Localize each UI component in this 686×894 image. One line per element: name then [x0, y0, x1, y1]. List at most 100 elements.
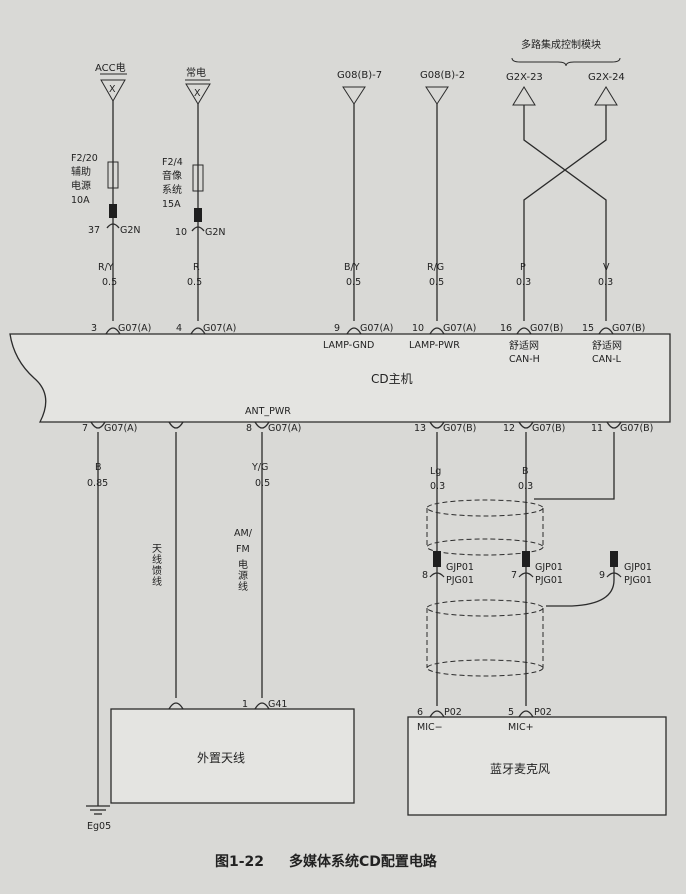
- wire-t6-size: 0.3: [598, 277, 613, 288]
- gjp-8-plug: [433, 551, 441, 567]
- g2n-37-conn: G2N: [120, 225, 141, 236]
- cd-pin-3-conn: G07(A): [118, 323, 151, 334]
- gjp-9-plug: [610, 551, 618, 567]
- fuse2-line1: F2/4: [162, 157, 183, 168]
- cd-pin-11: 11: [591, 423, 603, 434]
- wire-b1-color: B: [95, 462, 102, 473]
- mic-plus-label: MIC+: [508, 722, 534, 733]
- ground-label: Eg05: [87, 821, 111, 832]
- cd-pin-10-name: LAMP-PWR: [409, 340, 460, 351]
- cd-pin-7-socket: [90, 421, 106, 429]
- cd-pin-13-socket: [429, 421, 445, 429]
- cd-pin-3-socket: [105, 327, 121, 335]
- gjp-7-c2: PJG01: [535, 575, 563, 586]
- cd-pin-10: 10: [412, 323, 424, 334]
- amfm-label-1: AM/: [234, 528, 253, 539]
- bluetooth-mic-label: 蓝牙麦克风: [490, 762, 550, 776]
- wire-t5-color: P: [520, 262, 526, 273]
- gjp-7-plug: [522, 551, 530, 567]
- gjp-8-socket: [429, 572, 445, 578]
- cd-pin-7: 7: [82, 423, 88, 434]
- g2x24-symbol: [594, 86, 618, 106]
- fuse1-line2: 辅助: [71, 165, 91, 178]
- cd-pin-7-conn: G07(A): [104, 423, 137, 434]
- antenna-feeder-socket: [168, 702, 184, 710]
- fuse1-line3: 电源: [71, 179, 91, 192]
- mic-minus-label: MIC−: [417, 722, 443, 733]
- cd-pin-16-socket: [516, 327, 532, 335]
- g08-2-symbol: [425, 86, 449, 105]
- fuse1-line1: F2/20: [71, 153, 98, 164]
- wire-t5-size: 0.3: [516, 277, 531, 288]
- can-twist-a: [523, 105, 607, 321]
- wire-t2-size: 0.5: [187, 277, 202, 288]
- cd-main-label: CD主机: [371, 372, 413, 386]
- mic-pin-6: 6: [417, 707, 423, 718]
- amfm-label-3: 电源线: [236, 558, 248, 592]
- cd-main-unit-box: [9, 333, 671, 423]
- mic-pin-5: 5: [508, 707, 514, 718]
- cd-pin-16-name2: CAN-H: [509, 354, 540, 365]
- cd-pin-16-conn: G07(B): [530, 323, 563, 334]
- cd-pin-8-socket: [254, 421, 270, 429]
- gjp-8-pin: 8: [422, 570, 428, 581]
- gjp-8-c1: GJP01: [446, 562, 474, 573]
- acc-source-symbol: [100, 79, 126, 103]
- gjp-9-c1: GJP01: [624, 562, 652, 573]
- g2n-10-socket: [191, 226, 205, 232]
- g2n-37-socket: [106, 223, 120, 229]
- wire-t4-color: R/G: [427, 262, 444, 273]
- gjp-7-c1: GJP01: [535, 562, 563, 573]
- g2x24-label: G2X-24: [588, 72, 625, 83]
- can-twist-b: [523, 105, 607, 321]
- module-brace: [511, 57, 621, 67]
- mic-pin-5-socket: [518, 710, 534, 718]
- cd-pin-15-name: 舒适网: [592, 339, 622, 352]
- const-x-mark: X: [194, 88, 201, 99]
- wire-b4-size: 0.3: [518, 481, 533, 492]
- gjp-9-pin: 9: [599, 570, 605, 581]
- g2x23-symbol: [512, 86, 536, 106]
- cd-pin-13: 13: [414, 423, 426, 434]
- g08-2-label: G08(B)-2: [420, 70, 465, 81]
- cd-pin-12-socket: [518, 421, 534, 429]
- shield-bottom-ellipse: [426, 659, 544, 677]
- antenna-label: 外置天线: [197, 751, 245, 765]
- wire-t3-color: B/Y: [344, 262, 360, 273]
- wire-t4-size: 0.5: [429, 277, 444, 288]
- mic-pin-5-conn: P02: [534, 707, 552, 718]
- antenna-conn: G41: [268, 699, 287, 710]
- shield-mid-ellipse: [426, 538, 544, 556]
- fuse2-line3: 系统: [162, 183, 182, 196]
- external-antenna-box: [110, 708, 355, 804]
- wire-b3-size: 0.3: [430, 481, 445, 492]
- acc-x-mark: X: [109, 84, 116, 95]
- g2n-37-plug: [109, 204, 117, 218]
- wire-b1-size: 0.85: [87, 478, 108, 489]
- shield-drain-top: [534, 432, 615, 500]
- fuse2-line2: 音像: [162, 169, 182, 182]
- const-source-symbol: [185, 83, 211, 105]
- cd-pin-16-name: 舒适网: [509, 339, 539, 352]
- antenna-g41-socket: [254, 702, 270, 710]
- fuse1-line4: 10A: [71, 195, 90, 206]
- gjp-9-socket: [606, 572, 622, 578]
- cd-pin-4: 4: [176, 323, 182, 334]
- cd-pin-15: 15: [582, 323, 594, 334]
- const-label: 常电: [186, 66, 206, 79]
- cd-pin-4-socket: [190, 327, 206, 335]
- cd-pin-9: 9: [334, 323, 340, 334]
- gjp-7-socket: [518, 572, 534, 578]
- cd-pin-9-conn: G07(A): [360, 323, 393, 334]
- g08-7-symbol: [342, 86, 366, 105]
- cd-pin-4-conn: G07(A): [203, 323, 236, 334]
- cd-pin-8-name: ANT_PWR: [245, 406, 291, 417]
- wire-b4-color: B: [522, 466, 529, 477]
- cd-pin-8: 8: [246, 423, 252, 434]
- fuse-f2-20: [107, 161, 119, 189]
- g2n-10-conn: G2N: [205, 227, 226, 238]
- cd-pin-11-conn: G07(B): [620, 423, 653, 434]
- cd-pin-9-socket: [346, 327, 362, 335]
- g2n-10-pin: 10: [175, 227, 187, 238]
